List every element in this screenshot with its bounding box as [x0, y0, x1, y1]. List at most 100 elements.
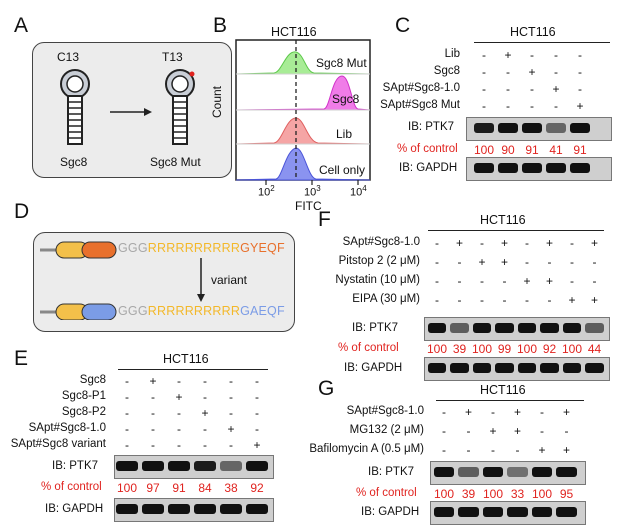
treatment-sign: -: [457, 274, 462, 288]
control-value: 100: [531, 487, 553, 501]
ptk7-band: [194, 461, 216, 471]
gapdh-band: [495, 363, 514, 373]
control-value: 44: [587, 342, 602, 356]
treatment-sign: -: [530, 82, 534, 96]
treatment-sign: -: [592, 274, 597, 288]
control-value: 100: [116, 481, 138, 495]
aptamer-hairpins: [60, 69, 195, 145]
treatment-label: Sgc8: [79, 374, 106, 386]
panel-g-ib-ptk7: IB: PTK7: [368, 466, 415, 478]
treatment-sign: -: [547, 255, 552, 269]
panel-f-ib-gapdh: IB: GAPDH: [344, 362, 403, 374]
treatment-sign: -: [530, 99, 534, 113]
ptk7-band: [507, 467, 528, 477]
ptk7-band: [220, 461, 242, 471]
legend-sgc8-mut: Sgc8 Mut: [316, 56, 367, 70]
control-value: 91: [525, 143, 539, 157]
treatment-sign: -: [125, 438, 129, 452]
ptk7-band: [482, 467, 504, 477]
ptk7-band: [433, 467, 455, 477]
treatment-sign: -: [229, 438, 233, 452]
treatment-sign: -: [491, 405, 495, 419]
hairpin-sgc8: [60, 69, 90, 145]
control-value: 39: [452, 342, 467, 356]
panel-f-title: HCT116: [480, 213, 526, 227]
treatment-sign: -: [482, 82, 486, 96]
ptk7-band: [427, 323, 447, 333]
ptk7-band: [585, 323, 604, 333]
treatment-sign: +: [478, 255, 486, 269]
ptk7-band: [168, 461, 190, 471]
treatment-sign: -: [547, 293, 552, 307]
treatment-sign: +: [590, 236, 598, 250]
treatment-sign: -: [457, 255, 462, 269]
treatment-sign: -: [151, 438, 155, 452]
ptk7-band: [562, 323, 582, 333]
panel-c-title-rule: [474, 42, 610, 43]
panel-e-title: HCT116: [163, 352, 209, 366]
sequence-2: GGGRRRRRRRRRRGAEQF: [118, 304, 285, 318]
treatment-sign: +: [464, 405, 472, 419]
panel-b-title: HCT116: [271, 25, 317, 39]
treatment-sign: -: [151, 406, 155, 420]
treatment-sign: -: [540, 405, 544, 419]
control-value: 84: [198, 481, 212, 495]
hairpin-sgc8-mut: [165, 69, 195, 145]
panel-label-c: C: [395, 14, 411, 37]
treatment-sign: +: [175, 390, 183, 404]
treatment-sign: -: [480, 274, 484, 288]
control-value: 100: [426, 342, 448, 356]
control-value: 90: [501, 143, 515, 157]
treatment-sign: -: [540, 424, 544, 438]
treatment-sign: -: [177, 438, 181, 452]
treatment-sign: -: [554, 48, 558, 62]
treatment-sign: -: [525, 255, 529, 269]
panel-g-title: HCT116: [480, 383, 526, 397]
gapdh-band: [562, 363, 582, 373]
sgc8-label: Sgc8: [60, 155, 88, 169]
treatment-sign: -: [554, 99, 558, 113]
treatment-sign: -: [578, 65, 582, 79]
panel-f-ib-ptk7: IB: PTK7: [352, 322, 399, 334]
ptk7-band: [556, 467, 577, 477]
treatment-sign: -: [203, 438, 207, 452]
ptk7-band: [498, 123, 518, 133]
histogram-sgc8-mut: [235, 51, 371, 75]
treatment-sign: -: [442, 443, 446, 457]
histogram-sgc8: [235, 75, 371, 111]
treatment-sign: -: [203, 374, 207, 388]
treatment-sign: +: [513, 424, 521, 438]
arrow-right: [110, 108, 152, 116]
treatment-sign: -: [506, 82, 510, 96]
treatment-sign: -: [570, 255, 574, 269]
treatment-sign: -: [255, 406, 259, 420]
c13-label: C13: [57, 50, 80, 64]
panel-g-ib-gapdh: IB: GAPDH: [361, 506, 420, 518]
treatment-label: Sgc8-P1: [61, 390, 106, 402]
legend-cell-only: Cell only: [319, 163, 366, 177]
treatment-sign: +: [568, 293, 576, 307]
t13-label: T13: [162, 50, 183, 64]
flow-histograms: [235, 39, 371, 185]
ptk7-band: [458, 467, 479, 477]
variant-arrow: [197, 258, 205, 302]
gapdh-band: [474, 163, 494, 173]
treatment-sign: -: [592, 255, 597, 269]
treatment-label: MG132 (2 μM): [349, 424, 424, 436]
treatment-sign: -: [578, 48, 582, 62]
gapdh-band: [531, 507, 553, 517]
treatment-sign: -: [480, 293, 484, 307]
treatment-sign: -: [229, 406, 233, 420]
treatment-sign: -: [482, 48, 486, 62]
panel-e-control-label: % of control: [41, 481, 102, 493]
control-value: 92: [250, 481, 264, 495]
control-value: 97: [146, 481, 160, 495]
ptk7-band: [495, 323, 514, 333]
ptk7-band: [522, 123, 542, 133]
treatment-sign: -: [125, 406, 129, 420]
gapdh-band: [585, 363, 604, 373]
ptk7-band: [472, 323, 492, 333]
ptk7-band: [450, 323, 469, 333]
panel-label-b: B: [213, 14, 228, 37]
treatment-sign: -: [255, 390, 259, 404]
